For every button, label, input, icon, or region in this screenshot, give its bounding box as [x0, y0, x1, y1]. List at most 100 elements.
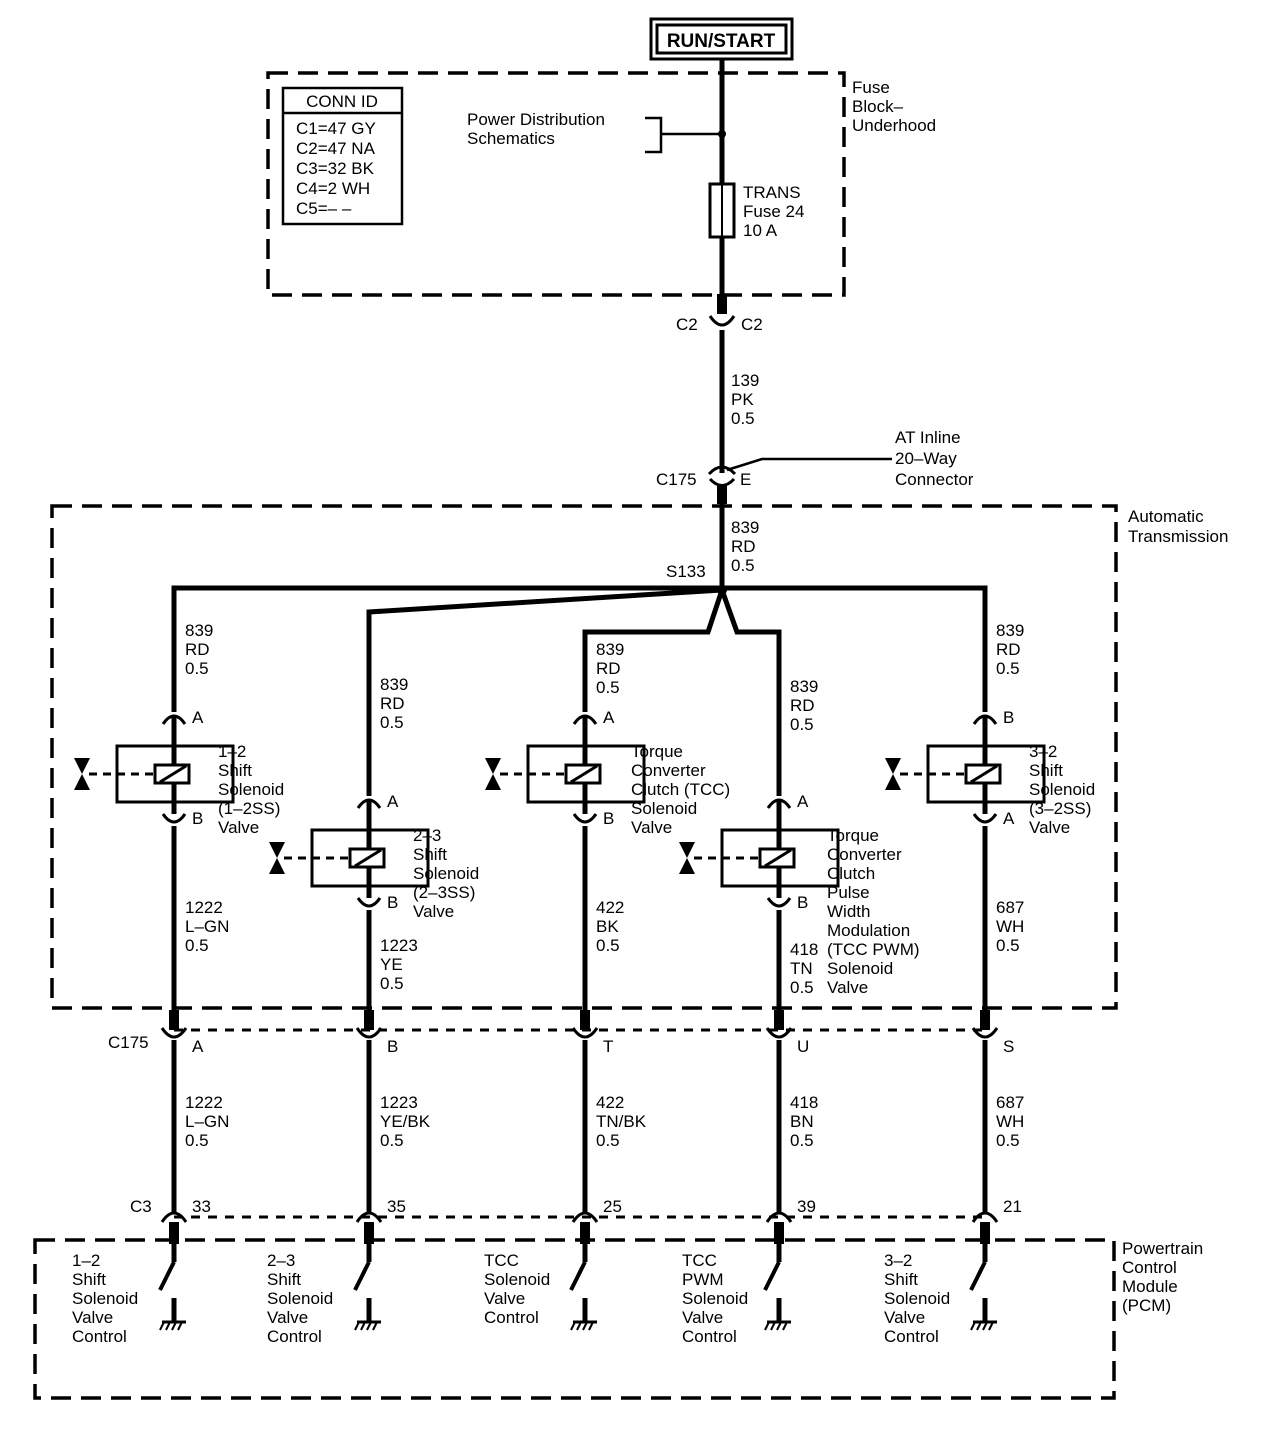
feed-wire-label: 0.5	[185, 659, 209, 678]
pcm-control-label: Valve	[72, 1308, 113, 1327]
c3-pin-label: 35	[387, 1197, 406, 1216]
conn-id-row: C5=– –	[296, 199, 352, 218]
valve-icon	[885, 758, 901, 774]
fuse-24: TRANS Fuse 24 10 A	[708, 182, 804, 240]
solenoid-name-label: Solenoid	[631, 799, 697, 818]
feed-wire-label: 0.5	[596, 678, 620, 697]
c3-pin-label: 25	[603, 1197, 622, 1216]
solenoid-name-label: Converter	[631, 761, 706, 780]
pcm-control-label: Shift	[884, 1270, 918, 1289]
fuse-label-1: TRANS	[743, 183, 801, 202]
solenoid-name-label: Shift	[1029, 761, 1063, 780]
solenoid-name-label: Converter	[827, 845, 902, 864]
solenoid-name-label: Valve	[827, 978, 868, 997]
pin-bottom-label: B	[603, 809, 614, 828]
fuse-label-3: 10 A	[743, 221, 778, 240]
c175-bottom-pin	[160, 1027, 188, 1039]
wire-to-pcm-label: 418	[790, 1093, 818, 1112]
c2-label-left: C2	[676, 315, 698, 334]
solenoid-circuit-1: 839RD0.5A1–2ShiftSolenoid(1–2SS)ValveB12…	[72, 621, 284, 1346]
feed-wire-label: RD	[596, 659, 621, 678]
c2-label-right: C2	[741, 315, 763, 334]
wire-lower-label: 0.5	[596, 936, 620, 955]
c175-bottom-pin	[571, 1027, 599, 1039]
valve-icon	[74, 758, 90, 774]
c3-pin-label: 39	[797, 1197, 816, 1216]
c2-connector: C2 C2	[676, 315, 763, 334]
solenoid-name-label: Solenoid	[1029, 780, 1095, 799]
at-inline-leader	[726, 457, 892, 472]
wire-139-label-1: 139	[731, 371, 759, 390]
pcm-switch-icon	[763, 1261, 781, 1291]
wire-lower-label: 1222	[185, 898, 223, 917]
conn-id-row: C3=32 BK	[296, 159, 375, 178]
solenoid-name-label: Valve	[631, 818, 672, 837]
wire-lower-label: 0.5	[380, 974, 404, 993]
c175-pin-label: T	[603, 1037, 613, 1056]
pcm-control-label: Control	[884, 1327, 939, 1346]
automatic-transmission-boundary	[50, 504, 1118, 1010]
solenoid-circuit-5: 839RD0.5B3–2ShiftSolenoid(3–2SS)ValveA68…	[884, 621, 1095, 1346]
auto-trans-label-1: Automatic	[1128, 507, 1204, 526]
pcm-control-label: Solenoid	[682, 1289, 748, 1308]
pcm-control-label: Valve	[484, 1289, 525, 1308]
solenoid-circuit-2: 839RD0.5A2–3ShiftSolenoid(2–3SS)ValveB12…	[267, 675, 479, 1346]
wire-to-pcm-label: L–GN	[185, 1112, 229, 1131]
pin-top-label: A	[387, 792, 399, 811]
pcm-control-label: Shift	[72, 1270, 106, 1289]
pcm-label-1: Powertrain	[1122, 1239, 1203, 1258]
wire-lower-label: L–GN	[185, 917, 229, 936]
connector-pin-bottom	[161, 813, 187, 824]
fuse-block-name-1: Fuse	[852, 78, 890, 97]
wire-lower-label: 1223	[380, 936, 418, 955]
solenoid-name-label: (1–2SS)	[218, 799, 280, 818]
wire-lower-label: 418	[790, 940, 818, 959]
wire-lower-label: 422	[596, 898, 624, 917]
power-dist-label-2: Schematics	[467, 129, 555, 148]
solenoid-name-label: Clutch	[827, 864, 875, 883]
fuse-label-2: Fuse 24	[743, 202, 804, 221]
power-dist-label-1: Power Distribution	[467, 110, 605, 129]
splice-s133-label: S133	[666, 562, 706, 581]
solenoid-name-label: (2–3SS)	[413, 883, 475, 902]
pin-top-label: B	[1003, 708, 1014, 727]
wire-lower-label: 0.5	[790, 978, 814, 997]
feed-wire-label: RD	[185, 640, 210, 659]
solenoid-name-label: Clutch (TCC)	[631, 780, 730, 799]
pcm-label-3: Module	[1122, 1277, 1178, 1296]
wire-to-pcm-label: YE/BK	[380, 1112, 431, 1131]
wire-to-pcm-label: 0.5	[996, 1131, 1020, 1150]
solenoid-name-label: Shift	[218, 761, 252, 780]
solenoid-name-label: Valve	[413, 902, 454, 921]
wire-839-main-label-1: 839	[731, 518, 759, 537]
solenoid-name-label: Solenoid	[413, 864, 479, 883]
feed-wire-label: 839	[596, 640, 624, 659]
solenoid-name-label: Width	[827, 902, 870, 921]
auto-trans-label-2: Transmission	[1128, 527, 1228, 546]
pcm-control-label: Valve	[267, 1308, 308, 1327]
pcm-control-label: Control	[682, 1327, 737, 1346]
solenoid-layer: 839RD0.5A1–2ShiftSolenoid(1–2SS)ValveB12…	[72, 621, 1095, 1346]
pcm-switch-icon	[569, 1261, 587, 1291]
power-distribution-reference: Power Distribution Schematics	[467, 110, 726, 154]
wire-to-pcm-label: 687	[996, 1093, 1024, 1112]
pin-top-label: A	[797, 792, 809, 811]
pcm-label-2: Control	[1122, 1258, 1177, 1277]
feed-wire-label: 839	[185, 621, 213, 640]
c175-bottom-label: C175	[108, 1033, 149, 1052]
valve-icon	[269, 842, 285, 858]
conn-id-row: C2=47 NA	[296, 139, 376, 158]
wire-to-pcm-label: 0.5	[596, 1131, 620, 1150]
feed-wire-label: 839	[790, 677, 818, 696]
pin-bottom-label: B	[192, 809, 203, 828]
pcm-control-label: Shift	[267, 1270, 301, 1289]
c175-pin-label: B	[387, 1037, 398, 1056]
pin-bottom-label: A	[1003, 809, 1015, 828]
solenoid-name-label: (TCC PWM)	[827, 940, 920, 959]
connector-pin-bottom	[356, 897, 382, 908]
solenoid-name-label: Modulation	[827, 921, 910, 940]
wire-lower-label: YE	[380, 955, 403, 974]
fuse-block-name-3: Underhood	[852, 116, 936, 135]
c175-pin-label: U	[797, 1037, 809, 1056]
